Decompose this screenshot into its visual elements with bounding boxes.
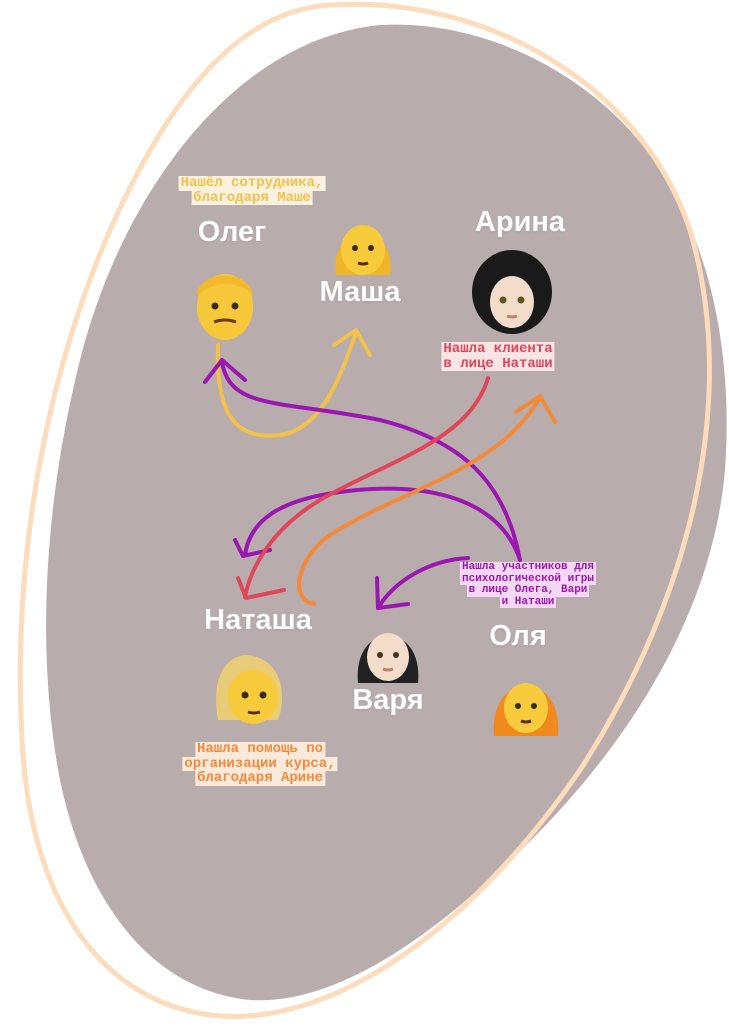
arrowhead-oleg — [203, 358, 247, 384]
arrow-olya-to-natasha — [243, 486, 522, 562]
arrowhead-natasha-purple — [233, 538, 272, 558]
name-arina: Арина — [474, 206, 566, 238]
caption-arina: Нашла клиента в лице Наташи — [441, 341, 555, 372]
natasha-emoji-icon — [216, 655, 283, 724]
caption-line: организации курса, — [182, 755, 338, 772]
oleg-emoji-icon — [196, 274, 253, 340]
caption-line: в лице Олега, Вари — [466, 584, 590, 597]
caption-line: в лице Наташи — [441, 355, 555, 372]
name-natasha: Наташа — [204, 604, 312, 636]
caption-line: Нашёл сотрудника, — [178, 175, 326, 191]
outline-ellipse — [17, 1, 712, 1019]
arrowhead-masha — [332, 328, 372, 357]
arrow-oleg-to-masha — [215, 330, 358, 438]
arrow-olya-to-varya — [376, 556, 470, 610]
caption-line: благодаря Маше — [191, 189, 313, 206]
caption-line: Нашла помощь по — [194, 741, 326, 757]
arina-emoji-icon — [472, 250, 552, 334]
name-masha: Маша — [319, 276, 401, 308]
varya-emoji-icon — [357, 633, 419, 683]
arrowhead-varya — [375, 576, 410, 610]
caption-line: и Наташи — [499, 595, 557, 609]
blob-shape — [46, 24, 727, 1001]
arrow-arina-to-natasha — [243, 376, 490, 599]
masha-emoji-icon — [335, 225, 391, 275]
name-varya: Варя — [352, 684, 424, 716]
name-oleg: Олег — [197, 216, 267, 248]
arrow-olya-to-oleg — [220, 360, 522, 562]
caption-line: психологической игры — [459, 572, 597, 586]
caption-line: Нашла клиента — [441, 341, 555, 357]
caption-natasha: Нашла помощь по организации курса, благо… — [182, 741, 338, 787]
caption-olya: Нашла участников для психологической игр… — [459, 561, 597, 609]
name-olya: Оля — [489, 620, 547, 652]
caption-oleg: Нашёл сотрудника, благодаря Маше — [178, 175, 326, 206]
caption-line: благодаря Арине — [194, 770, 326, 787]
arrow-natasha-to-arina — [297, 395, 542, 606]
caption-line: Нашла участников для — [459, 561, 597, 574]
olya-emoji-icon — [493, 683, 559, 736]
arrowhead-arina — [514, 394, 557, 424]
arrowhead-natasha-red — [236, 576, 286, 600]
